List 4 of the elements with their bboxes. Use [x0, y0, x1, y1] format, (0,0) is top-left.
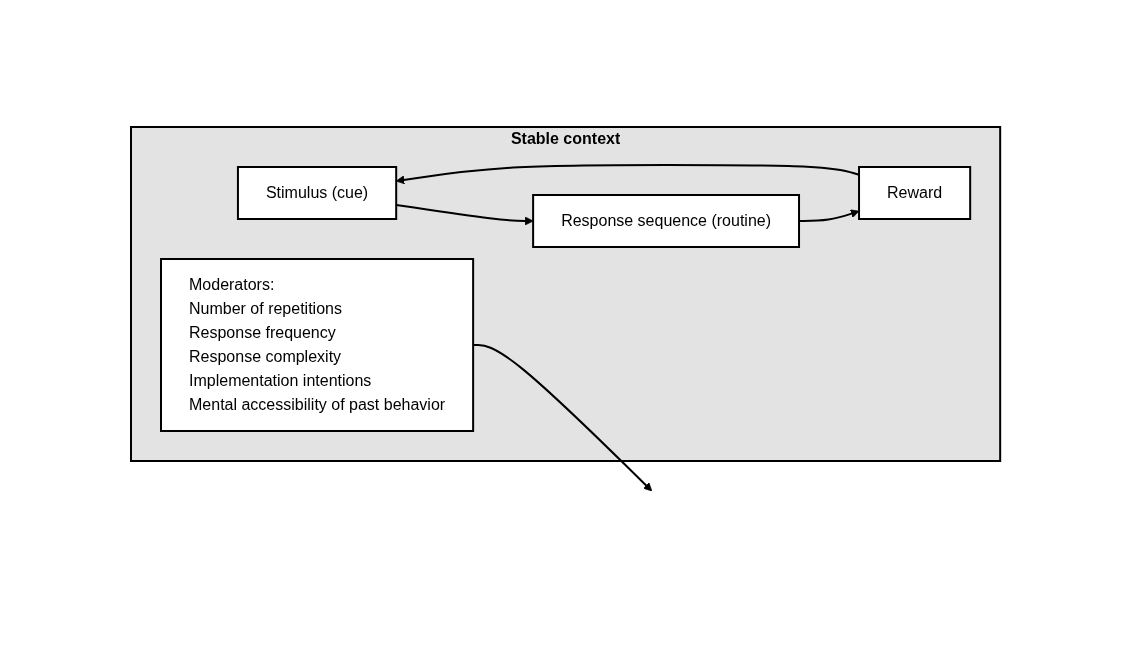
node-box: Response sequence (routine) — [532, 194, 801, 248]
node-box: Stimulus (cue) — [237, 166, 398, 220]
node-box: Moderators: Number of repetitions Response frequency Response complexity Implementation intentions Mental accessibility of past behavior — [160, 258, 475, 432]
node-box: Reward — [858, 166, 972, 220]
